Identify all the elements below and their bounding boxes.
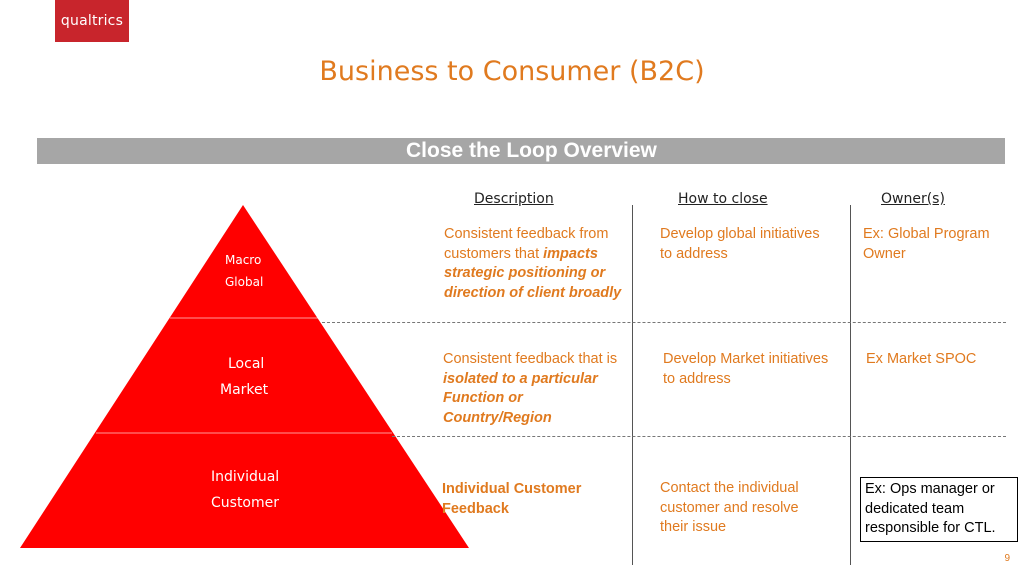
section-header-bar: Close the Loop Overview xyxy=(37,138,1005,164)
row3-owner: Ex: Ops manager or dedicated team respon… xyxy=(860,477,1018,542)
column-divider-1 xyxy=(632,205,633,565)
row1-description-plain: Consistent feedback from customers that xyxy=(444,226,609,262)
pyramid-level-macro-line1: Macro xyxy=(225,253,262,267)
row1-description-emphasis: impacts strategic positioning or directi… xyxy=(444,245,622,301)
page-title: Business to Consumer (B2C) xyxy=(319,56,705,87)
row-divider-2 xyxy=(392,436,1006,437)
column-divider-2 xyxy=(850,205,851,565)
column-header-how-to-close: How to close xyxy=(678,191,768,207)
pyramid-level-individual-line1: Individual xyxy=(211,469,280,485)
row2-how-to-close: Develop Market initiatives to address xyxy=(663,351,829,387)
pyramid-level-local-line2: Market xyxy=(220,382,269,398)
row1-how-to-close: Develop global initiatives to address xyxy=(660,226,820,262)
pyramid-level-individual-line2: Customer xyxy=(211,495,280,511)
column-header-owners: Owner(s) xyxy=(881,191,945,207)
row2-description: Consistent feedback that is isolated to … xyxy=(443,350,628,428)
row2-description-plain: Consistent feedback that is xyxy=(443,351,618,367)
row1-owner: Ex: Global Program Owner xyxy=(863,226,990,262)
row2-owner: Ex Market SPOC xyxy=(866,351,977,367)
pyramid-level-local: Local Market xyxy=(220,351,268,403)
qualtrics-logo: qualtrics xyxy=(55,0,129,42)
column-header-description: Description xyxy=(474,191,554,207)
pyramid-level-macro-line2: Global xyxy=(225,274,264,289)
row2-description-emphasis: isolated to a particular Function or Cou… xyxy=(443,370,598,426)
row3-how-to-close: Contact the individual customer and reso… xyxy=(660,480,799,535)
pyramid-triangle xyxy=(20,205,469,548)
page-number: 9 xyxy=(1004,553,1010,564)
section-header-text: Close the Loop Overview xyxy=(406,139,657,162)
row1-description: Consistent feedback from customers that … xyxy=(444,225,629,303)
row3-description: Individual Customer Feedback xyxy=(442,481,582,517)
row-divider-1 xyxy=(322,322,1006,323)
pyramid-level-individual: Individual Customer xyxy=(211,464,279,516)
pyramid-level-local-line1: Local xyxy=(228,356,265,372)
pyramid-level-macro: Macro Global xyxy=(225,250,263,293)
